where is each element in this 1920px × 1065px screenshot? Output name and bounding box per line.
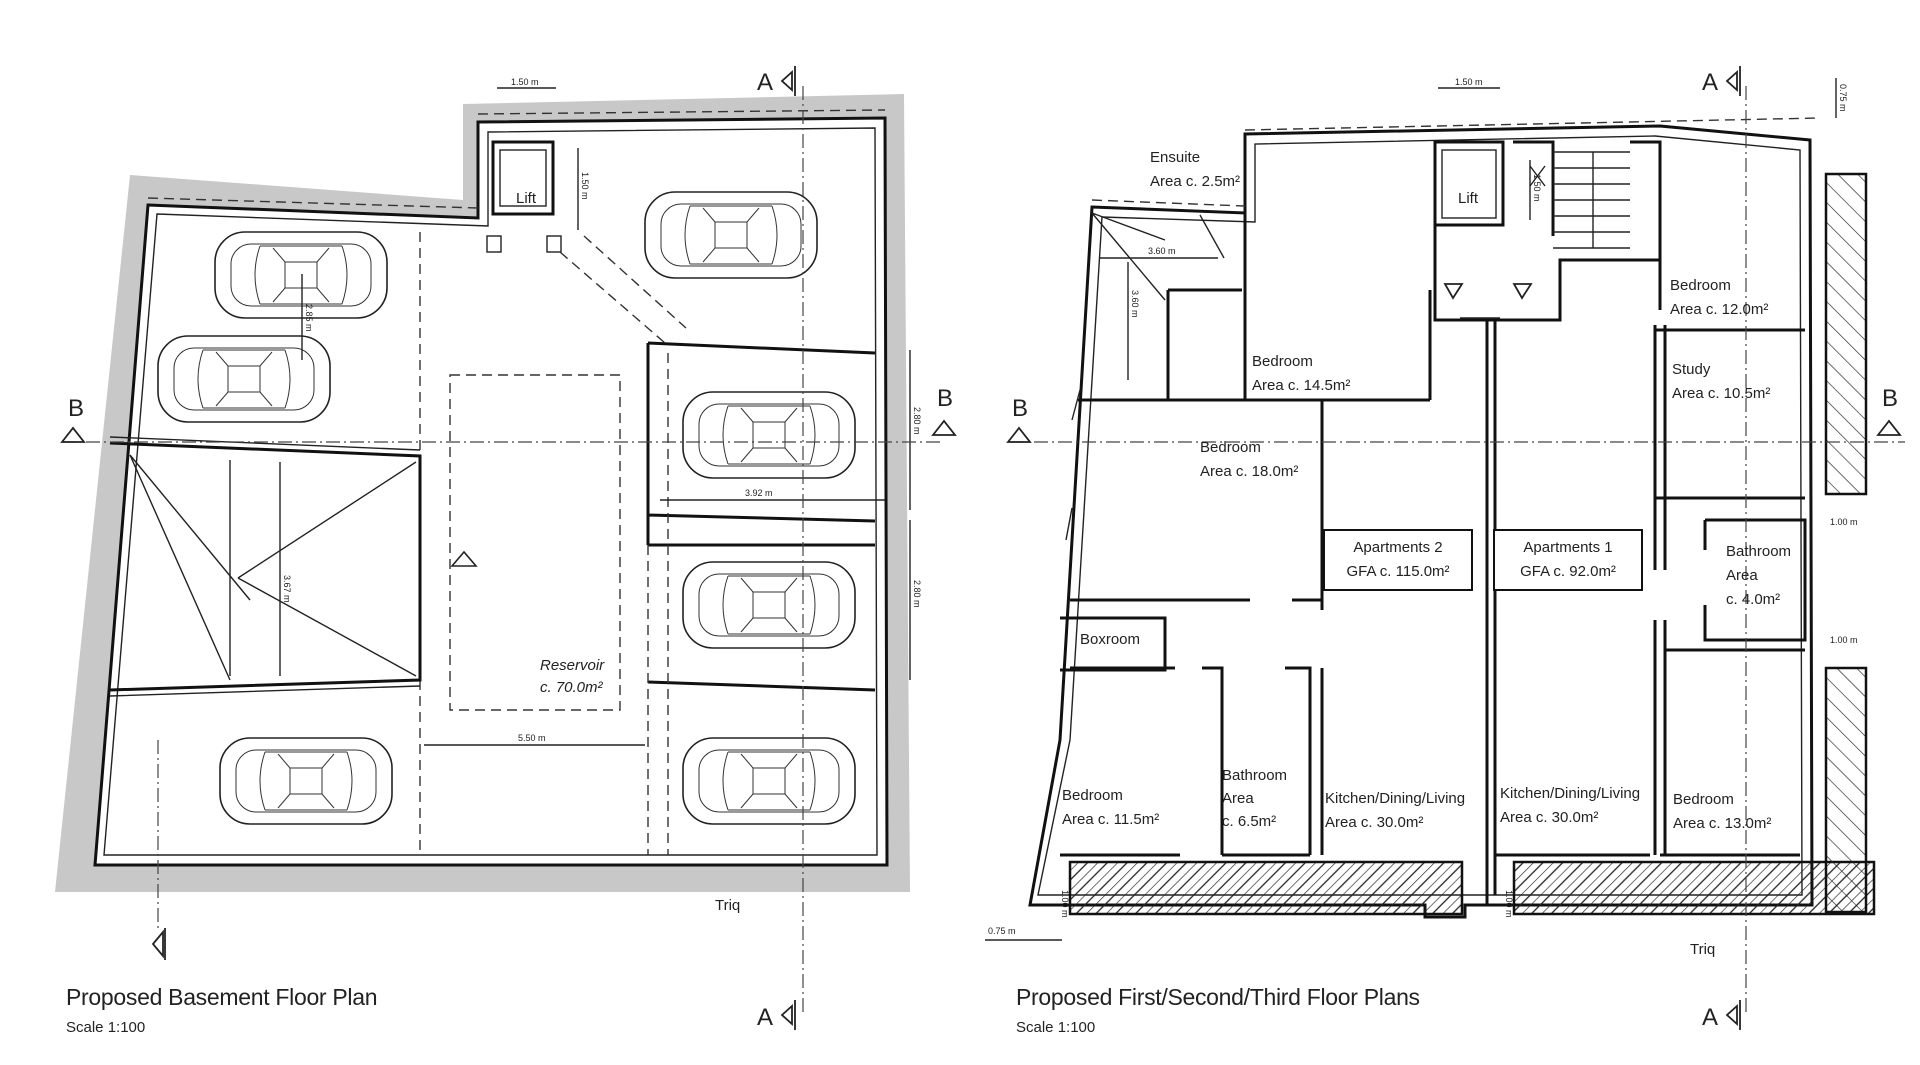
upper-plan-title: Proposed First/Second/Third Floor Plans — [1016, 984, 1420, 1010]
basement-bay-dim-b: 2.80 m — [912, 580, 922, 608]
bedroom-12-name: Bedroom — [1670, 277, 1731, 294]
balcony-right-upper — [1824, 172, 1868, 496]
upper-section-a-bottom: A — [1702, 1004, 1718, 1031]
study-area: Area c. 10.5m² — [1672, 385, 1770, 402]
upper-section-b-left: B — [1012, 395, 1028, 422]
upper-section-a-top: A — [1702, 69, 1718, 96]
bedroom-18-area: Area c. 18.0m² — [1200, 463, 1298, 480]
stair-dim: 1.50 m — [1532, 174, 1542, 202]
upper-top-dim: 1.50 m — [1455, 77, 1483, 87]
bedroom-14-area: Area c. 14.5m² — [1252, 377, 1350, 394]
basement-bay-dim-a: 2.80 m — [912, 407, 922, 435]
basement-ramp-dim: 3.67 m — [282, 575, 292, 603]
bottom-offset-dim: 0.75 m — [988, 926, 1016, 936]
apartment-2-name: Apartments 2 — [1353, 539, 1442, 556]
upper-floors-plan: Lift 1.50 m 0.75 m — [985, 66, 1905, 1036]
basement-aisle-dim: 5.50 m — [518, 733, 546, 743]
basement-top-dim: 1.50 m — [511, 77, 539, 87]
basement-lift-label: Lift — [516, 190, 537, 207]
bathroom-4-line2: Area — [1726, 567, 1758, 584]
parked-car-2 — [157, 335, 331, 423]
reservoir-name: Reservoir — [540, 657, 605, 674]
basement-section-b-right: B — [937, 385, 953, 412]
apartment-1-name: Apartments 1 — [1523, 539, 1612, 556]
ensuite-name: Ensuite — [1150, 149, 1200, 166]
bathroom-4-line1: Bathroom — [1726, 543, 1791, 560]
basement-plan: Lift 3.67 m Reservoir c. 70.0m² 1.50 m 1… — [55, 66, 957, 1036]
basement-bay-height-dim: 2.85 m — [304, 304, 314, 332]
upper-plan-scale: Scale 1:100 — [1016, 1019, 1095, 1036]
upper-section-b-right: B — [1882, 385, 1898, 412]
bedroom-11-area: Area c. 11.5m² — [1062, 811, 1159, 828]
parked-car-5 — [682, 561, 856, 649]
bedroom-14-name: Bedroom — [1252, 353, 1313, 370]
basement-section-a-top: A — [757, 69, 773, 96]
basement-plan-title: Proposed Basement Floor Plan — [66, 984, 377, 1010]
right-balcony-dim-b: 1.00 m — [1830, 635, 1858, 645]
basement-plan-scale: Scale 1:100 — [66, 1019, 145, 1036]
bathroom-6-line1: Bathroom — [1222, 767, 1287, 784]
bedroom-13-name: Bedroom — [1673, 791, 1734, 808]
basement-section-b-left: B — [68, 395, 84, 422]
ensuite-width-dim: 3.60 m — [1148, 246, 1176, 256]
reservoir-area: c. 70.0m² — [540, 679, 604, 696]
kitchen-2-area: Area c. 30.0m² — [1325, 814, 1423, 831]
bedroom-12-area: Area c. 12.0m² — [1670, 301, 1768, 318]
kitchen-1-name: Kitchen/Dining/Living — [1500, 785, 1640, 802]
kitchen-1-area: Area c. 30.0m² — [1500, 809, 1598, 826]
basement-bay-depth-dim: 3.92 m — [745, 488, 773, 498]
upper-lift-label: Lift — [1458, 190, 1479, 207]
ensuite-height-dim: 3.60 m — [1130, 290, 1140, 318]
basement-street-label: Triq — [715, 897, 740, 914]
right-balcony-dim-a: 1.00 m — [1830, 517, 1858, 527]
bathroom-6-line2: Area — [1222, 790, 1254, 807]
bathroom-4-area: c. 4.0m² — [1726, 591, 1780, 608]
bedroom-11-name: Bedroom — [1062, 787, 1123, 804]
balcony-dim-a: 1.00 m — [1060, 890, 1070, 918]
parked-car-7 — [682, 737, 856, 825]
balcony-apartment-1 — [1512, 860, 1876, 916]
upper-street-label: Triq — [1690, 941, 1715, 958]
parked-car-1 — [214, 231, 388, 319]
parked-car-3 — [644, 191, 818, 279]
apartment-1-gfa: GFA c. 92.0m² — [1520, 563, 1616, 580]
ensuite-area: Area c. 2.5m² — [1150, 173, 1240, 190]
upper-top-offset-dim: 0.75 m — [1838, 84, 1848, 112]
kitchen-2-name: Kitchen/Dining/Living — [1325, 790, 1465, 807]
bathroom-6-area: c. 6.5m² — [1222, 813, 1276, 830]
balcony-right-lower — [1824, 666, 1868, 914]
bedroom-18-name: Bedroom — [1200, 439, 1261, 456]
boxroom-name: Boxroom — [1080, 631, 1140, 648]
staircase — [1513, 140, 1662, 310]
basement-section-a-bottom: A — [757, 1004, 773, 1031]
study-name: Study — [1672, 361, 1711, 378]
basement-lift-dim: 1.50 m — [580, 172, 590, 200]
parked-car-4 — [682, 391, 856, 479]
bedroom-13-area: Area c. 13.0m² — [1673, 815, 1771, 832]
parked-car-6 — [219, 737, 393, 825]
balcony-dim-b: 1.00 m — [1504, 890, 1514, 918]
apartment-2-gfa: GFA c. 115.0m² — [1346, 563, 1449, 580]
balcony-apartment-2 — [1068, 860, 1464, 916]
